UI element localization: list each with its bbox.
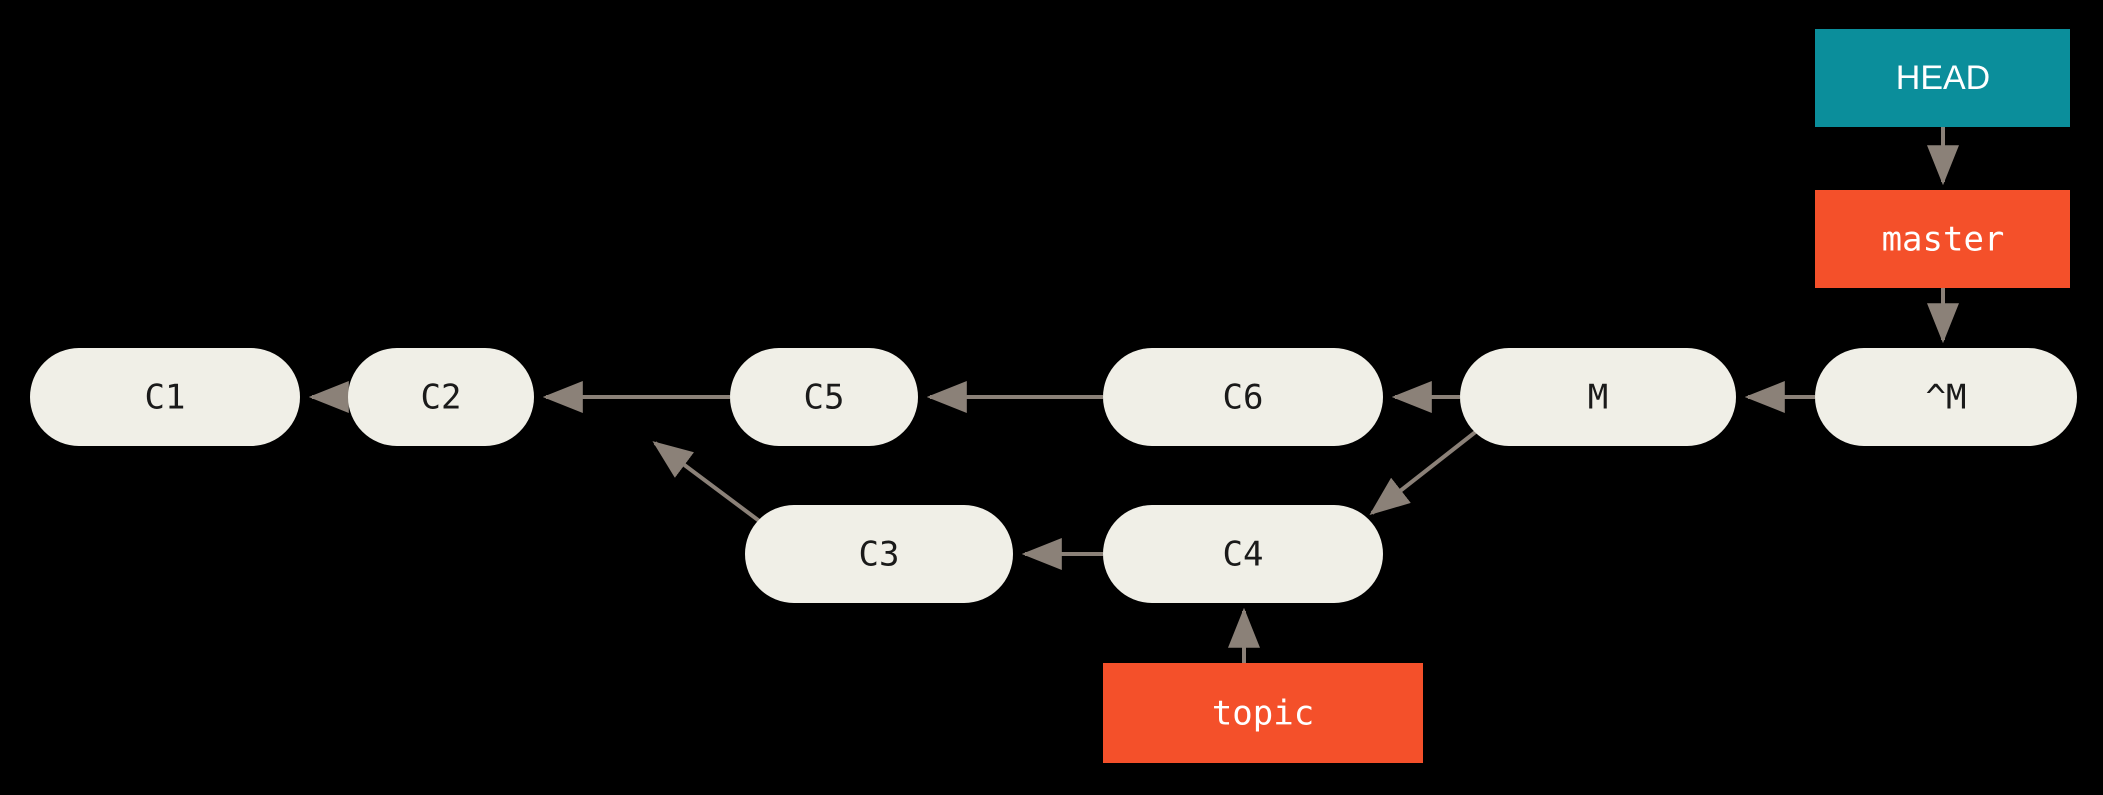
edge-c3-to-c2 [652, 441, 764, 525]
commit-node-c2[interactable]: C2 [348, 348, 534, 446]
edge-m-to-c4 [1369, 428, 1480, 515]
ref-label-master: master [1882, 220, 2005, 260]
commit-node-c5[interactable]: C5 [730, 348, 918, 446]
commit-shape-c1 [30, 348, 300, 446]
commit-node-c4[interactable]: C4 [1103, 505, 1383, 603]
edge-layer [308, 127, 1959, 663]
commit-label-c3: C3 [859, 535, 900, 575]
ref-label-topic: topic [1212, 694, 1314, 734]
commit-label-c5: C5 [804, 378, 845, 418]
commit-shape-caret-m [1815, 348, 2077, 446]
commit-node-c1[interactable]: C1 [30, 348, 300, 446]
commit-shape-c2 [348, 348, 534, 446]
ref-label-head: HEAD [1896, 59, 1990, 97]
commit-label-caret-m: ^M [1926, 378, 1967, 418]
ref-shape-topic [1103, 663, 1423, 763]
commit-label-c2: C2 [421, 378, 462, 418]
commit-label-c1: C1 [145, 378, 186, 418]
commit-label-m: M [1588, 378, 1608, 418]
commit-shape-c5 [730, 348, 918, 446]
ref-shape-master [1815, 190, 2070, 288]
commit-node-m[interactable]: M [1460, 348, 1736, 446]
ref-box-head[interactable]: HEAD [1815, 29, 2070, 127]
commit-node-caret-m[interactable]: ^M [1815, 348, 2077, 446]
ref-box-topic[interactable]: topic [1103, 663, 1423, 763]
ref-box-master[interactable]: master [1815, 190, 2070, 288]
commit-node-c3[interactable]: C3 [745, 505, 1013, 603]
ref-shape-head [1815, 29, 2070, 127]
commit-shape-c4 [1103, 505, 1383, 603]
commit-shape-c3 [745, 505, 1013, 603]
commit-label-c6: C6 [1223, 378, 1264, 418]
commit-shape-m [1460, 348, 1736, 446]
commit-label-c4: C4 [1223, 535, 1264, 575]
commit-node-c6[interactable]: C6 [1103, 348, 1383, 446]
commit-shape-c6 [1103, 348, 1383, 446]
